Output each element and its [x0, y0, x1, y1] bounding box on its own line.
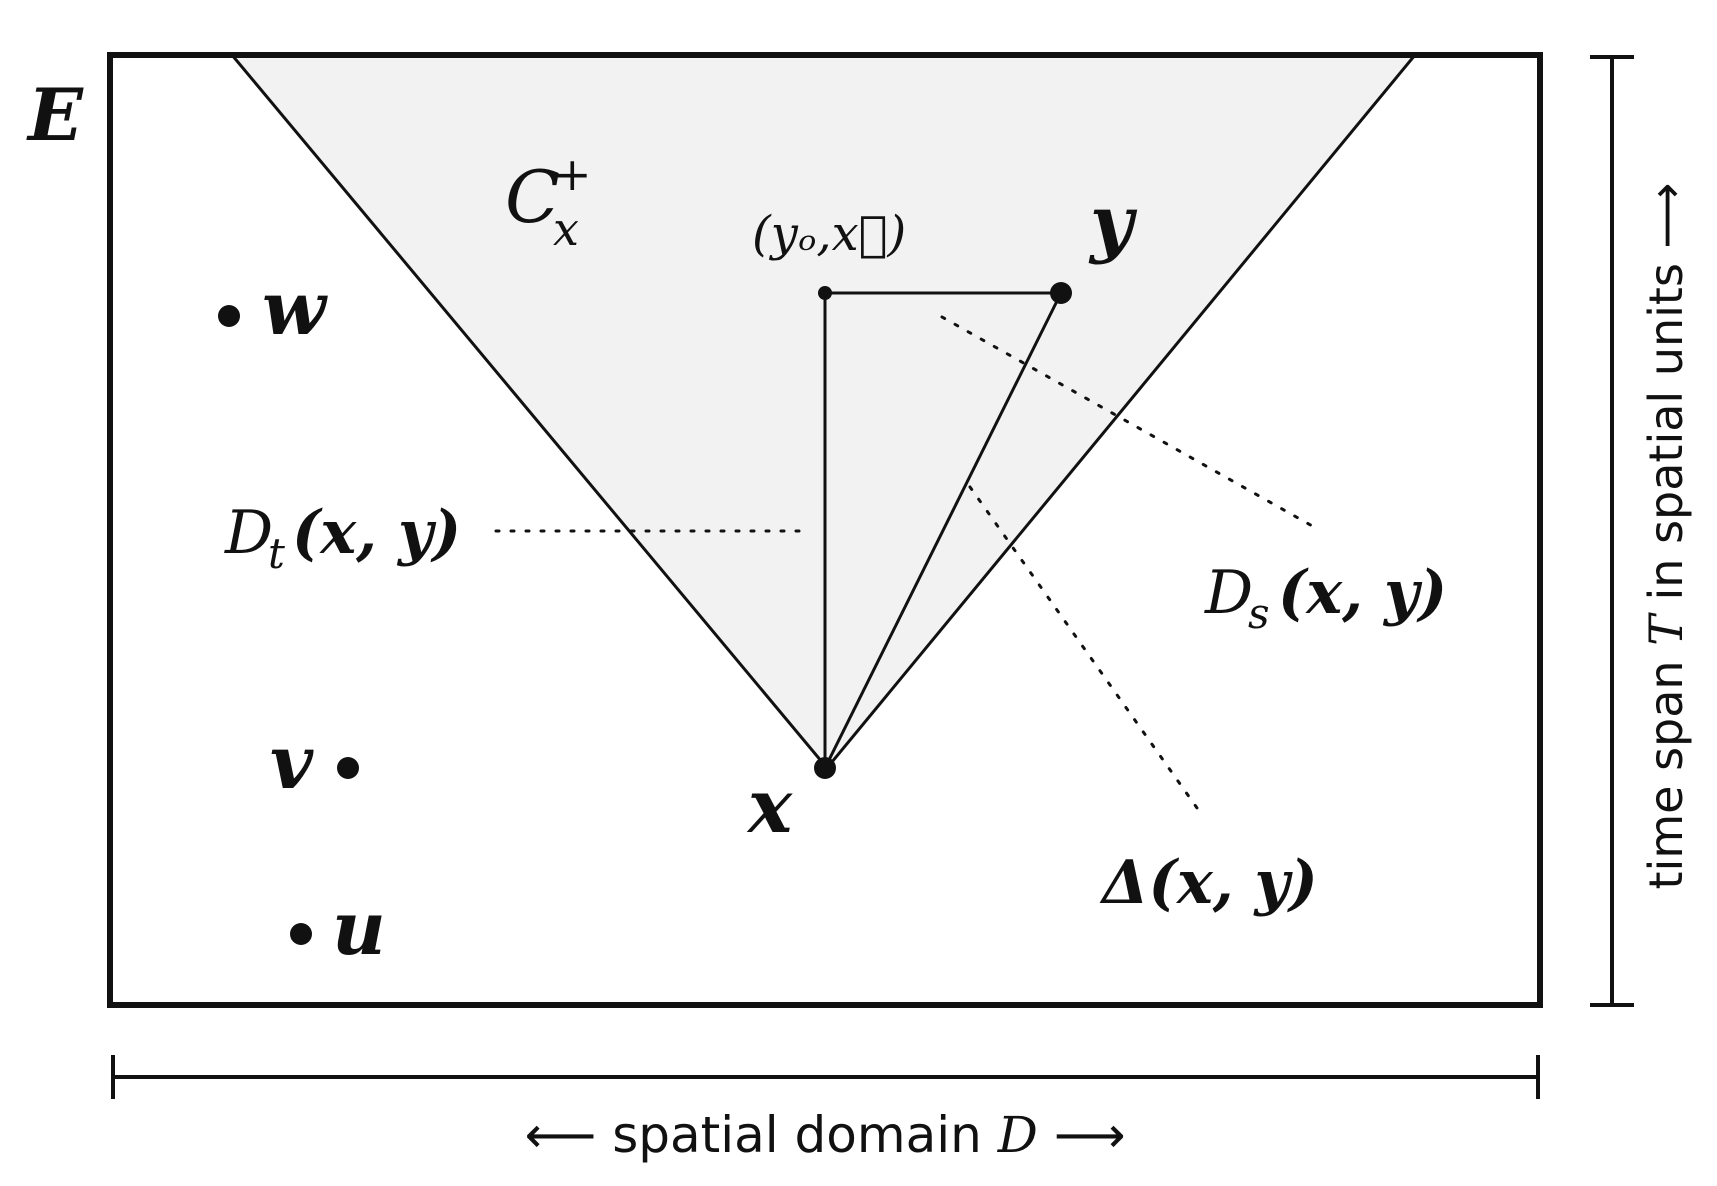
spatial-axis-right-arrow: ⟶	[1054, 1106, 1126, 1164]
spacetime-frame	[107, 52, 1543, 1008]
point-x-dot	[814, 757, 836, 779]
spatial-distance-args: (x, y)	[1278, 558, 1447, 628]
time-axis-label: time span T in spatial units ⟶	[1639, 183, 1693, 890]
point-w-label: w	[262, 266, 328, 352]
point-v-label: v	[270, 720, 314, 806]
spatial-axis-label: ⟵ spatial domain D ⟶	[525, 1106, 1126, 1164]
time-axis-rest: in spatial units	[1639, 248, 1693, 615]
point-v-dot	[337, 757, 359, 779]
cone-left-edge	[230, 54, 829, 769]
space-label: E	[26, 72, 84, 157]
projection-dot	[818, 286, 832, 300]
point-u-label: u	[332, 886, 386, 972]
projection-label: (yₒ,x⃗)	[752, 206, 906, 262]
interval-segment	[823, 292, 1063, 769]
spatial-distance-sub: s	[1248, 589, 1270, 638]
ds-leader	[940, 315, 1316, 529]
spatial-axis-text: spatial domain	[612, 1106, 998, 1164]
time-axis-symbol: T	[1639, 612, 1693, 646]
temporal-distance-sub: t	[268, 529, 285, 578]
time-axis-text: time span	[1639, 646, 1693, 890]
temporal-distance-args: (x, y)	[292, 498, 461, 568]
temporal-distance-label: D	[224, 498, 273, 568]
time-axis-arrow: ⟶	[1639, 183, 1693, 249]
point-y-dot	[1050, 282, 1072, 304]
spatial-axis-symbol: D	[997, 1106, 1038, 1164]
point-w-dot	[218, 305, 240, 327]
point-x-label: x	[746, 764, 793, 850]
spatial-axis-left-arrow: ⟵	[525, 1106, 597, 1164]
delta-leader	[968, 485, 1204, 817]
cone-label-sup: +	[553, 147, 592, 201]
cone-right-edge	[825, 54, 1417, 769]
spatial-distance-label: D	[1204, 558, 1253, 628]
point-u-dot	[290, 923, 312, 945]
interval-label: Δ(x, y)	[1099, 848, 1318, 918]
cone-label: C	[505, 155, 560, 239]
point-y-label: y	[1088, 180, 1138, 266]
cone-label-sub: x	[553, 202, 579, 256]
